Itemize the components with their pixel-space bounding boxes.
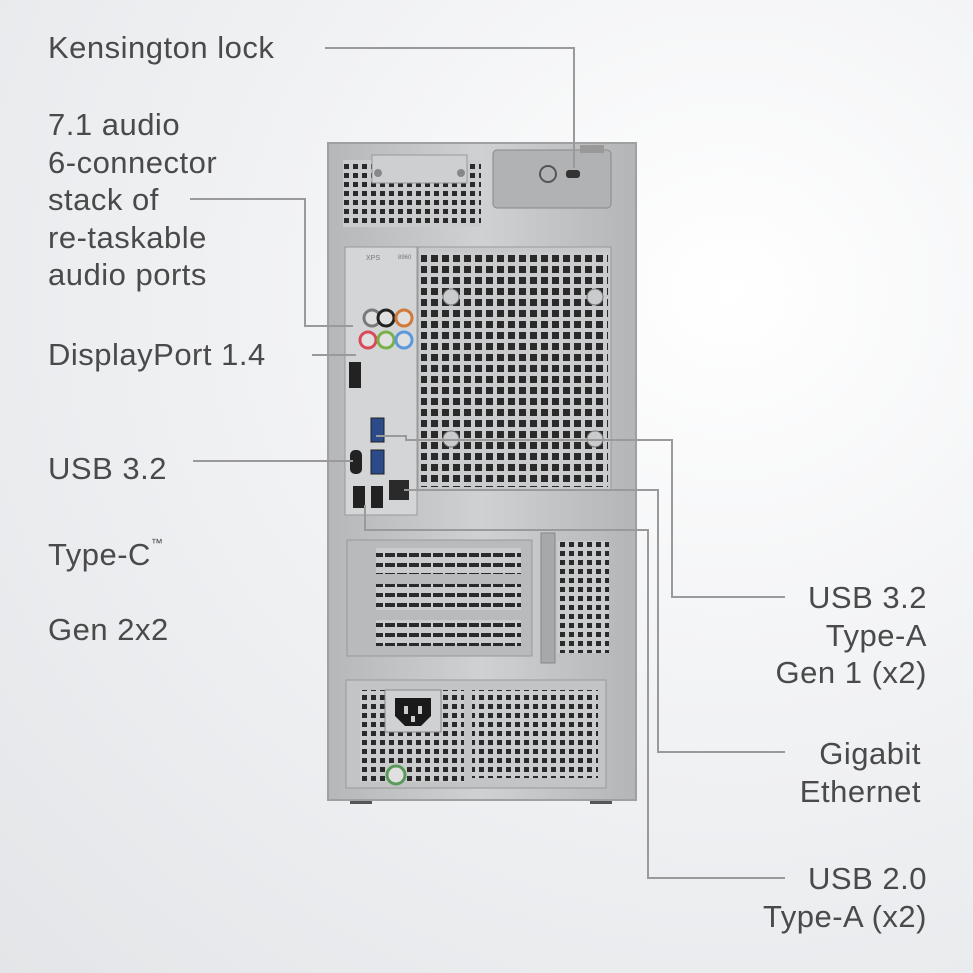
displayport-label: DisplayPort 1.4 [48,337,266,372]
kensington-slot [566,170,580,178]
psu-vent-right [472,690,598,778]
gpu-bracket [540,532,556,664]
usb32-a-label: USB 3.2 Type-A Gen 1 (x2) [775,580,927,690]
gpu-vent [557,541,609,653]
usb-c-line2: Type-C™ [48,525,169,574]
audio-label: 7.1 audio 6-connector stack of re-taskab… [48,107,218,292]
leader-ethernet [404,489,785,753]
usb20-port-2 [371,486,383,508]
leader-usb20 [364,505,785,879]
leader-kensington [325,47,575,168]
power-socket [395,698,431,726]
pcie-slot-2 [376,584,521,610]
leader-audio [190,198,353,327]
usb-c-line3: Gen 2x2 [48,611,169,647]
trademark-mark: ™ [150,535,164,550]
ethernet-label: Gigabit Ethernet [799,736,921,809]
usb-c-type: Type-C [48,536,151,572]
usb20-port-1 [353,486,365,508]
model-badge: 8960 [398,255,412,261]
leader-usba32 [376,435,785,598]
xps-badge: XPS [366,255,381,262]
displayport-port [349,362,361,388]
audio-jack-stack [358,308,414,350]
usb20-label: USB 2.0 Type-A (x2) [763,861,927,934]
lock-icon [539,165,557,183]
pcie-slot-3 [376,620,521,646]
usb-c-label: USB 3.2 Type-C™ Gen 2x2 [48,412,169,686]
ethernet-port [389,480,409,500]
usb-c-line1: USB 3.2 [48,450,167,486]
psu-test-led [385,764,407,786]
kensington-lock-plate [492,149,612,209]
usb32-a-port-2 [370,449,385,475]
pcie-slot-1 [376,548,521,574]
top-bracket [371,154,468,184]
usb-c-port [350,450,362,474]
kensington-lock-label: Kensington lock [48,30,275,65]
